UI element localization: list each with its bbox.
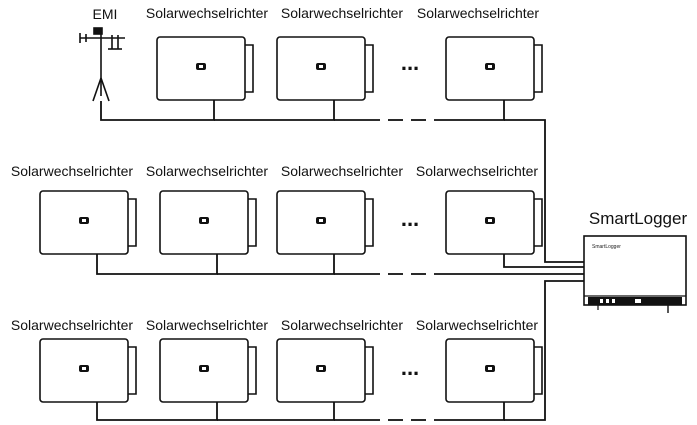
inverter-icon bbox=[276, 338, 374, 403]
inverter-label: Solarwechselrichter bbox=[146, 163, 268, 179]
inverter-label: Solarwechselrichter bbox=[146, 317, 268, 333]
inverter-label: Solarwechselrichter bbox=[416, 163, 538, 179]
ellipsis: ... bbox=[401, 206, 419, 231]
ellipsis: ... bbox=[401, 355, 419, 380]
smartlogger-icon: SmartLogger bbox=[583, 235, 687, 313]
inverter-icon bbox=[445, 190, 543, 255]
inverter-icon bbox=[276, 36, 374, 101]
inverter-icon bbox=[156, 36, 254, 101]
inverter-icon bbox=[159, 338, 257, 403]
inverter-icon bbox=[39, 338, 137, 403]
inverter-label: Solarwechselrichter bbox=[416, 317, 538, 333]
smartlogger-panel-text: SmartLogger bbox=[592, 244, 621, 250]
inverter-label: Solarwechselrichter bbox=[281, 163, 403, 179]
inverter-label: Solarwechselrichter bbox=[281, 5, 403, 21]
ellipsis: ... bbox=[401, 50, 419, 75]
inverter-label: Solarwechselrichter bbox=[417, 5, 539, 21]
smartlogger-label: SmartLogger bbox=[589, 209, 688, 228]
connection-lines bbox=[96, 100, 584, 421]
emi-label: EMI bbox=[93, 6, 118, 22]
inverter-label: Solarwechselrichter bbox=[281, 317, 403, 333]
inverter-icon bbox=[39, 190, 137, 255]
weather-station-icon bbox=[79, 27, 125, 102]
inverter-icon bbox=[445, 36, 543, 101]
inverter-icon bbox=[276, 190, 374, 255]
inverter-label: Solarwechselrichter bbox=[11, 317, 133, 333]
inverter-icon bbox=[159, 190, 257, 255]
inverter-label: Solarwechselrichter bbox=[11, 163, 133, 179]
inverter-icon bbox=[445, 338, 543, 403]
inverter-label: Solarwechselrichter bbox=[146, 5, 268, 21]
